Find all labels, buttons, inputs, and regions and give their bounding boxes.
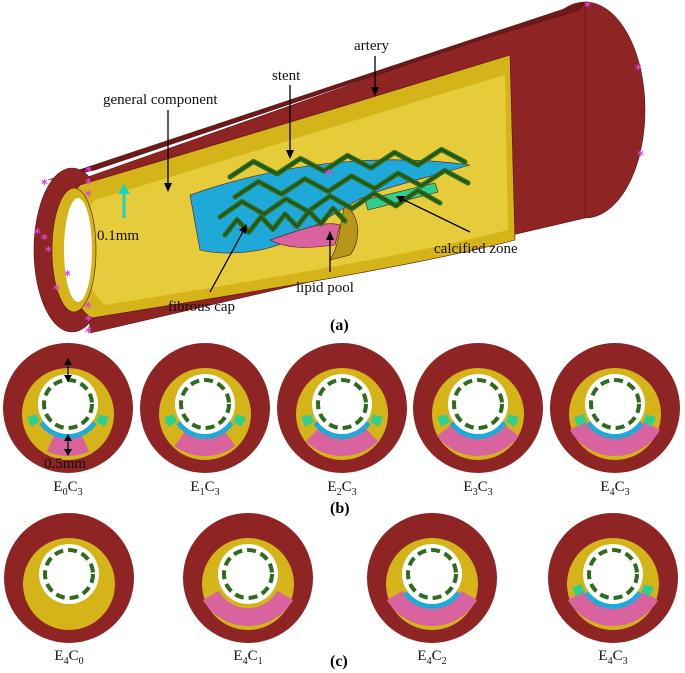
lumen: [402, 544, 462, 604]
boundary-marker: *: [584, 0, 591, 15]
boundary-marker: *: [41, 178, 48, 193]
lumen: [312, 374, 372, 434]
lipid-pool-label: lipid pool: [296, 280, 354, 296]
artery-label: artery: [354, 38, 389, 54]
case-label: E4C1: [233, 648, 262, 667]
lumen: [585, 374, 645, 434]
case-label: E4C3: [598, 648, 627, 667]
boundary-marker: *: [34, 227, 41, 242]
lumen: [583, 544, 643, 604]
cross-section: [183, 513, 313, 643]
case-label: E2C3: [327, 479, 356, 498]
boundary-marker: *: [637, 149, 644, 164]
boundary-marker: *: [85, 326, 92, 341]
general-component-label: general component: [103, 92, 218, 108]
thickness-label: 0.1mm: [97, 228, 139, 244]
lumen: [448, 374, 508, 434]
fibrous-cap-label: fibrous cap: [168, 299, 235, 315]
lumen: [175, 374, 235, 434]
cross-section: [413, 343, 543, 473]
boundary-marker: *: [325, 168, 332, 183]
case-label: E0C3: [53, 479, 82, 498]
lumen: [39, 544, 99, 604]
panel-c-label: (c): [330, 653, 348, 670]
cross-section: [550, 343, 680, 473]
boundary-marker: *: [85, 189, 92, 204]
cross-section: [548, 513, 678, 643]
panel-c-cross-sections: E4C0 E4C1 E4C2 E4C3: [4, 513, 678, 667]
lumen: [38, 374, 98, 434]
case-label: E4C0: [54, 648, 83, 667]
panel-b-cross-sections: E0C3 E1C3 E2C3 E3C3 E4C3: [3, 343, 680, 498]
boundary-marker: *: [53, 283, 60, 298]
cross-section: [4, 513, 134, 643]
lumen: [218, 544, 278, 604]
boundary-marker: *: [45, 245, 52, 260]
panel-b-label: (b): [330, 500, 350, 517]
cross-section: [367, 513, 497, 643]
case-label: E4C3: [600, 479, 629, 498]
panel-a-label: (a): [330, 317, 349, 334]
calcified-zone-label: calcified zone: [434, 241, 518, 257]
dimension-label: 0.5mm: [44, 456, 86, 472]
stent-label: stent: [272, 68, 301, 84]
boundary-marker: *: [635, 63, 642, 78]
case-label: E1C3: [190, 479, 219, 498]
case-label: E3C3: [463, 479, 492, 498]
boundary-marker: *: [64, 269, 71, 284]
left-section-lumen: [64, 198, 92, 302]
panel-a-3d-model: **************** artery stent general co…: [34, 0, 645, 341]
cross-section: [140, 343, 270, 473]
cross-section: [277, 343, 407, 473]
case-label: E4C2: [417, 648, 446, 667]
